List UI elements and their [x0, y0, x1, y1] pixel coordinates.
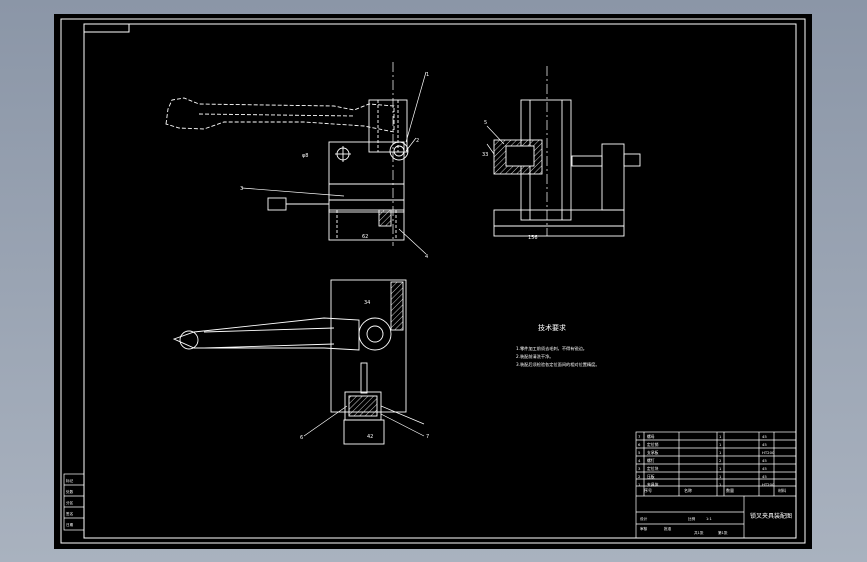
dim-front-a: φ8	[302, 153, 308, 159]
title-cell-review: 审核	[640, 526, 648, 531]
parts-cell-name: 螺母	[647, 434, 655, 439]
dim-side-w: 156	[528, 235, 538, 241]
strip-count: 处数	[66, 489, 74, 494]
title-cell-scale-label: 比例	[688, 516, 696, 521]
balloon-3: 3	[240, 186, 243, 192]
dim-side-h: 33	[482, 152, 488, 158]
top-pivot-circle	[358, 317, 392, 351]
dim-front-b: 62	[362, 234, 368, 240]
front-view	[165, 62, 427, 255]
title-cell-sheets: 共1张	[694, 530, 704, 535]
dim-top-a: 34	[364, 300, 370, 306]
front-stud	[267, 197, 287, 211]
parts-cell-no: 6	[638, 442, 641, 447]
balloon-5: 5	[484, 120, 487, 126]
inner-border	[83, 23, 797, 539]
parts-header-qty: 数量	[726, 487, 734, 493]
title-cell-approve: 批准	[664, 526, 672, 531]
tech-requirement-1: 1.零件加工前须去毛刺，不得有锐边。	[516, 345, 587, 352]
front-upright	[368, 99, 408, 153]
top-section-hatch	[390, 281, 404, 331]
parts-cell-qty: 1	[719, 466, 722, 471]
parts-cell-name: 螺钉	[647, 458, 655, 463]
parts-list	[635, 431, 797, 539]
parts-cell-name: 夹具体	[647, 482, 659, 487]
parts-header-name: 名称	[684, 487, 692, 493]
title-cell-sheet: 第1张	[718, 530, 728, 535]
strip-date: 日期	[66, 522, 74, 527]
parts-cell-qty: 1	[719, 450, 722, 455]
parts-cell-material: 45	[762, 458, 767, 463]
parts-cell-name: 定位块	[647, 466, 659, 471]
revision-strip	[63, 473, 85, 531]
parts-cell-name: 压板	[647, 474, 655, 479]
parts-cell-material: 45	[762, 474, 767, 479]
parts-header-no: 序号	[644, 487, 652, 493]
top-screw	[360, 362, 368, 394]
side-bracket	[601, 143, 625, 211]
side-base	[493, 209, 625, 237]
balloon-6: 6	[300, 435, 303, 441]
parts-cell-no: 3	[638, 466, 641, 471]
parts-cell-qty: 1	[719, 474, 722, 479]
front-base	[328, 209, 405, 241]
parts-cell-material: 45	[762, 466, 767, 471]
tech-requirements-title: 技术要求	[538, 323, 566, 332]
front-main-block	[328, 141, 405, 213]
balloon-1: 1	[426, 72, 429, 78]
outer-border	[60, 18, 806, 544]
balloon-4: 4	[425, 254, 428, 260]
corner-label-box	[83, 23, 130, 33]
parts-cell-no: 7	[638, 434, 641, 439]
side-view	[486, 66, 641, 237]
side-nut	[623, 153, 641, 167]
parts-cell-material: 45	[762, 434, 767, 439]
strip-mark: 标记	[66, 478, 74, 483]
parts-cell-material: 45	[762, 442, 767, 447]
front-hole-2	[389, 141, 409, 161]
parts-cell-name: 定位销	[647, 442, 659, 447]
parts-cell-no: 1	[638, 482, 641, 487]
parts-cell-no: 2	[638, 474, 641, 479]
parts-cell-no: 5	[638, 450, 641, 455]
balloon-7: 7	[426, 434, 429, 440]
parts-header-material: 材料	[778, 487, 786, 493]
strip-zone: 分区	[66, 500, 74, 505]
parts-cell-qty: 2	[719, 458, 722, 463]
title-cell-scale: 1:1	[706, 517, 712, 521]
parts-cell-name: 支承板	[647, 450, 659, 455]
parts-cell-no: 4	[638, 458, 641, 463]
strip-sign: 签名	[66, 511, 74, 516]
parts-cell-qty: 1	[719, 482, 722, 487]
tech-requirement-3: 3.装配后须检验各定位面间的相对位置精度。	[516, 361, 600, 368]
drawing-canvas: 1 2 3 4 φ8 62 5 156 33	[60, 18, 806, 544]
title-cell-design: 设计	[640, 516, 648, 521]
front-section-hatch	[378, 209, 392, 227]
top-view	[172, 279, 425, 445]
parts-cell-material: HT200	[762, 482, 775, 487]
drawing-title: 锁叉夹具装配图	[750, 512, 792, 520]
cad-viewport[interactable]: 1 2 3 4 φ8 62 5 156 33	[54, 14, 812, 549]
front-lever-arm	[165, 97, 395, 133]
parts-cell-material: HT200	[762, 450, 775, 455]
parts-cell-qty: 1	[719, 442, 722, 447]
parts-cell-qty: 1	[719, 434, 722, 439]
balloon-2: 2	[416, 138, 419, 144]
tech-requirement-2: 2.装配前清洗干净。	[516, 353, 554, 360]
dim-top-b: 42	[367, 434, 373, 440]
